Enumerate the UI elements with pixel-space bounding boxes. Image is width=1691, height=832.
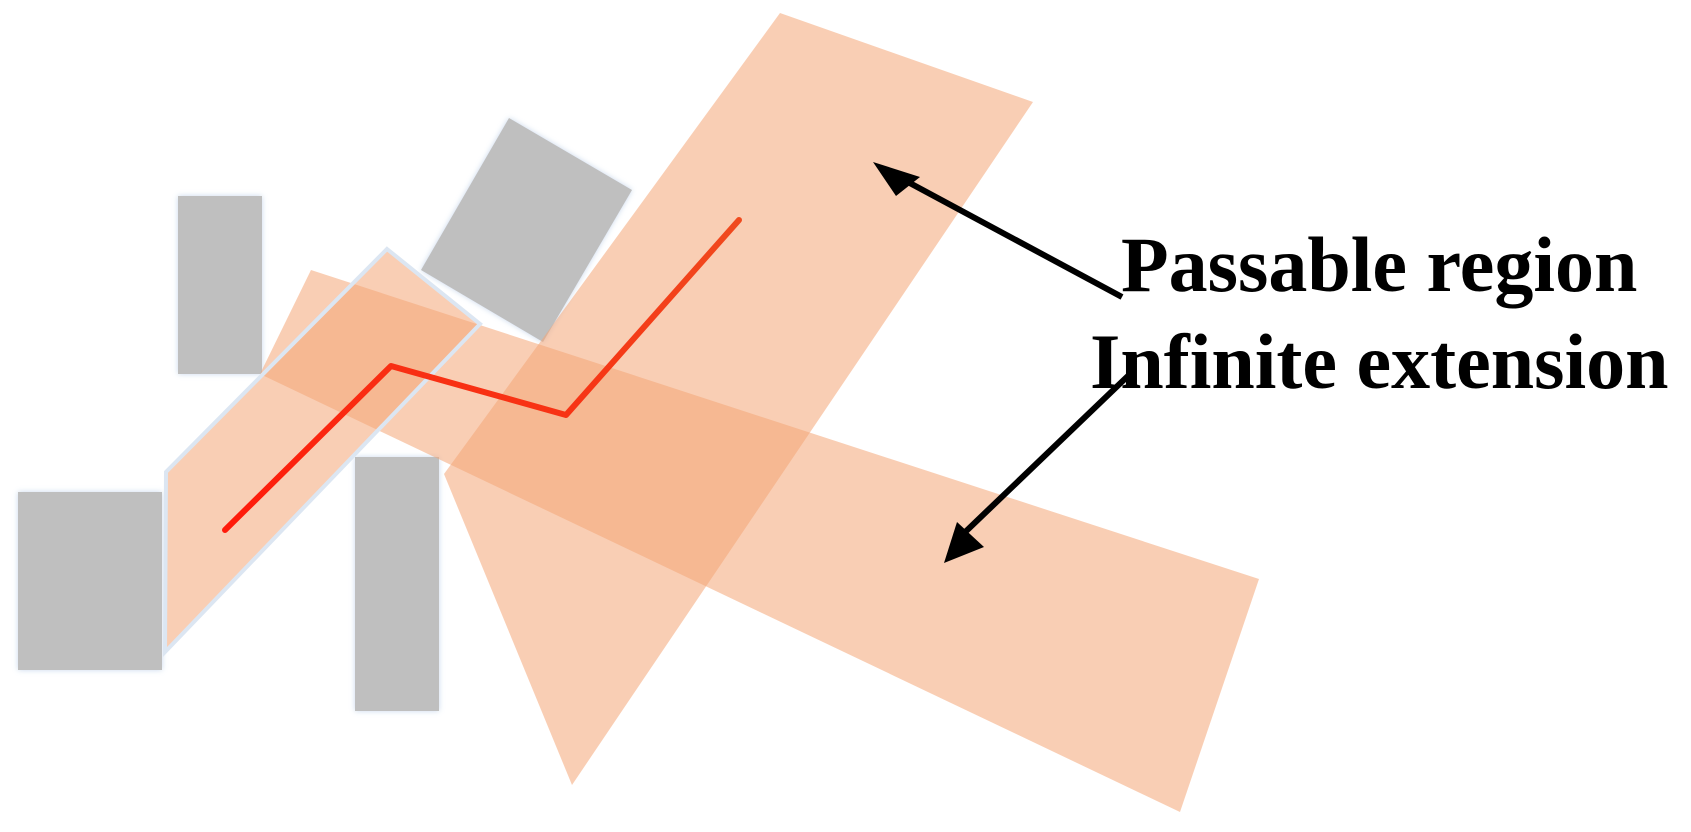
passable-region-long-diagonal — [260, 270, 1259, 812]
label-infinite-extension: Infinite extension — [1090, 318, 1669, 405]
label-passable-region: Passable region — [1121, 221, 1637, 308]
passable-regions — [162, 13, 1259, 812]
arrow-infinite-extension-head — [944, 522, 984, 563]
planned-path — [222, 217, 742, 533]
arrow-passable-region-shaft — [891, 171, 1124, 300]
passable-region-corridor — [162, 246, 483, 657]
arrows — [873, 162, 1133, 563]
passable-region-large-vertical — [444, 13, 1033, 785]
arrow-passable-region-head — [873, 162, 920, 196]
obstacle-bottom-middle — [355, 457, 439, 711]
obstacles — [18, 118, 632, 711]
arrow-infinite-extension-shaft — [957, 371, 1133, 540]
obstacle-rotated-top — [421, 118, 632, 342]
obstacle-top-left — [178, 196, 262, 374]
obstacle-bottom-left — [18, 492, 162, 670]
